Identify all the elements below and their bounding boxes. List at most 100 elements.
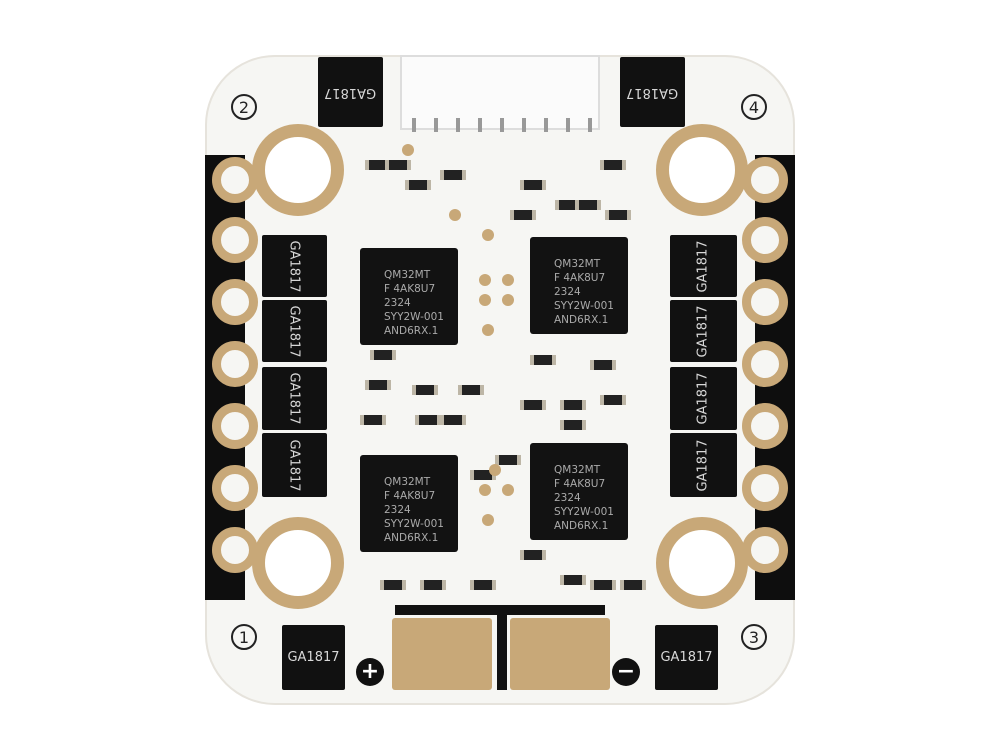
- smd-component: [415, 415, 441, 425]
- motor-solder-pad: [742, 403, 788, 449]
- smd-component: [365, 380, 391, 390]
- connector-pin: [434, 118, 438, 132]
- chip-marking: QM32MT: [384, 476, 431, 488]
- mosfet: GA1817: [262, 300, 327, 362]
- mounting-hole: [656, 517, 748, 609]
- connector-pin: [412, 118, 416, 132]
- connector-pin: [478, 118, 482, 132]
- smd-component: [360, 415, 386, 425]
- via-pad: [489, 464, 501, 476]
- smd-component: [600, 395, 626, 405]
- chip-marking: QM32MT: [554, 464, 601, 476]
- mosfet: GA1817: [318, 57, 383, 127]
- mosfet-label: GA1817: [696, 372, 711, 425]
- connector-pin: [588, 118, 592, 132]
- mosfet-label: GA1817: [696, 304, 711, 358]
- via-pad: [482, 229, 494, 241]
- via-pad: [502, 294, 514, 306]
- motor-solder-pad: [212, 279, 258, 325]
- chip-marking: AND6RX.1: [384, 325, 439, 337]
- mosfet-label: GA1817: [696, 438, 711, 492]
- chip-marking: SYY2W-001: [384, 518, 444, 530]
- mosfet: GA1817: [655, 625, 718, 690]
- mosfet: GA1817: [262, 235, 327, 297]
- smd-component: [495, 455, 521, 465]
- mounting-hole: [252, 124, 344, 216]
- connector-pin: [522, 118, 526, 132]
- smd-component: [440, 415, 466, 425]
- mosfet: GA1817: [282, 625, 345, 690]
- corner-number: 1: [231, 624, 257, 650]
- mosfet: GA1817: [620, 57, 685, 127]
- positive-power-pad: [392, 618, 492, 690]
- via-pad: [479, 294, 491, 306]
- smd-component: [530, 355, 556, 365]
- motor-solder-pad: [212, 465, 258, 511]
- connector-pin: [544, 118, 548, 132]
- smd-component: [575, 200, 601, 210]
- via-pad: [502, 274, 514, 286]
- motor-solder-pad: [742, 527, 788, 573]
- mosfet-label: GA1817: [287, 372, 302, 425]
- mosfet: GA1817: [670, 300, 737, 362]
- smd-component: [590, 580, 616, 590]
- motor-solder-pad: [212, 157, 258, 203]
- mosfet: GA1817: [670, 367, 737, 430]
- motor-solder-pad: [742, 465, 788, 511]
- chip-marking: AND6RX.1: [384, 532, 439, 544]
- smd-component: [520, 400, 546, 410]
- via-pad: [479, 274, 491, 286]
- smd-component: [600, 160, 626, 170]
- mosfet-label: GA1817: [287, 438, 302, 492]
- via-pad: [402, 144, 414, 156]
- mosfet-label: GA1817: [626, 84, 679, 100]
- mosfet-label: GA1817: [287, 239, 302, 293]
- via-pad: [482, 514, 494, 526]
- via-pad: [449, 209, 461, 221]
- smd-component: [620, 580, 646, 590]
- mosfet-label: GA1817: [287, 304, 302, 358]
- chip-marking: AND6RX.1: [554, 520, 609, 532]
- motor-solder-pad: [742, 157, 788, 203]
- mosfet-label: GA1817: [696, 239, 711, 293]
- connector-pin: [456, 118, 460, 132]
- mounting-hole: [252, 517, 344, 609]
- smd-component: [560, 420, 586, 430]
- mosfet-label: GA1817: [287, 650, 340, 665]
- smd-component: [458, 385, 484, 395]
- smd-component: [560, 400, 586, 410]
- mosfet: GA1817: [670, 235, 737, 297]
- chip-marking: F 4AK8U7: [384, 490, 436, 502]
- smd-component: [510, 210, 536, 220]
- plus-icon: +: [356, 658, 384, 686]
- smd-component: [405, 180, 431, 190]
- mosfet-label: GA1817: [660, 650, 713, 665]
- via-pad: [502, 484, 514, 496]
- via-pad: [479, 484, 491, 496]
- smd-component: [370, 350, 396, 360]
- motor-solder-pad: [742, 217, 788, 263]
- chip-marking: QM32MT: [554, 258, 601, 270]
- chip-marking: F 4AK8U7: [384, 283, 436, 295]
- chip-marking: SYY2W-001: [554, 300, 614, 312]
- minus-icon: −: [612, 658, 640, 686]
- smd-component: [440, 170, 466, 180]
- motor-solder-pad: [212, 341, 258, 387]
- connector-pin: [566, 118, 570, 132]
- chip-marking: 2324: [384, 297, 411, 309]
- chip-marking: F 4AK8U7: [554, 272, 606, 284]
- chip-marking: SYY2W-001: [554, 506, 614, 518]
- smd-component: [470, 580, 496, 590]
- smd-component: [590, 360, 616, 370]
- corner-number: 2: [231, 94, 257, 120]
- motor-solder-pad: [212, 403, 258, 449]
- smd-component: [605, 210, 631, 220]
- motor-solder-pad: [742, 341, 788, 387]
- mosfet: GA1817: [670, 433, 737, 497]
- chip-marking: SYY2W-001: [384, 311, 444, 323]
- connector-pin: [500, 118, 504, 132]
- chip-marking: 2324: [554, 286, 581, 298]
- chip-marking: 2324: [384, 504, 411, 516]
